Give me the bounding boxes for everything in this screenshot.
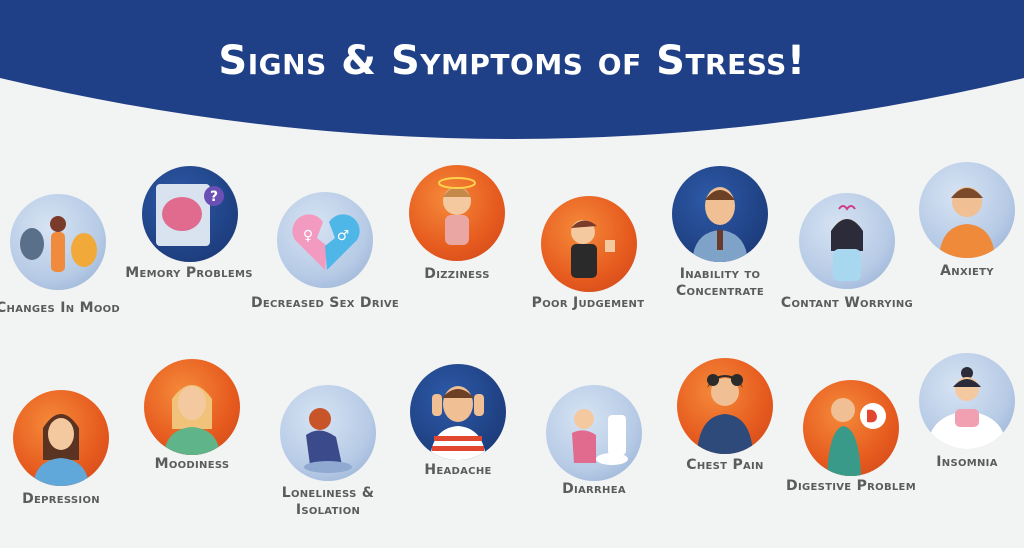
svg-text:♂: ♂ [337, 228, 350, 244]
symptom-label: Insomnia [936, 454, 998, 470]
symptom-label: Depression [22, 491, 100, 507]
sleepless-woman-icon [919, 353, 1015, 449]
dizzy-girl-icon [409, 165, 505, 261]
anxious-man-icon [919, 162, 1015, 258]
symptom-label: Loneliness & Isolation [281, 485, 375, 518]
symptom-label: Diarrhea [562, 481, 626, 497]
symptom-label: Dizziness [424, 266, 490, 282]
symptom-label: Digestive Problem [786, 478, 916, 494]
sad-woman-icon [13, 390, 109, 486]
symptom-label: Moodiness [154, 456, 230, 472]
symptom-label: Memory Problems [125, 265, 253, 281]
stomach-icon [803, 380, 899, 476]
svg-text:?: ? [210, 189, 218, 205]
tired-man-icon [672, 166, 768, 262]
symptom-label: Changes In Mood [0, 300, 121, 316]
banner-shape [0, 0, 1024, 139]
masks-woman-icon [10, 194, 106, 290]
chest-pain-man-icon [677, 358, 773, 454]
svg-text:♀: ♀ [303, 228, 313, 244]
toilet-girl-icon [546, 385, 642, 481]
worried-woman-icon [799, 193, 895, 289]
page-title: Signs & Symptoms of Stress! [218, 38, 806, 84]
moody-woman-icon [144, 359, 240, 455]
symptom-label: Inability to Concentrate [675, 266, 765, 299]
symptom-label: Anxiety [940, 263, 994, 279]
symptom-label: Contant Worrying [780, 295, 914, 311]
broken-heart-gender-icon: ♀ ♂ [277, 192, 373, 288]
brain-question-icon: ? [142, 166, 238, 262]
symptom-label: Chest Pain [686, 457, 764, 473]
symptom-label: Poor Judgement [531, 295, 645, 311]
symptom-label: Decreased Sex Drive [250, 295, 400, 311]
title-banner: Signs & Symptoms of Stress! [0, 0, 1024, 160]
lonely-person-icon [280, 385, 376, 481]
headache-man-icon [410, 364, 506, 460]
symptom-label: Headache [424, 462, 492, 478]
thumbs-down-woman-icon [541, 196, 637, 292]
